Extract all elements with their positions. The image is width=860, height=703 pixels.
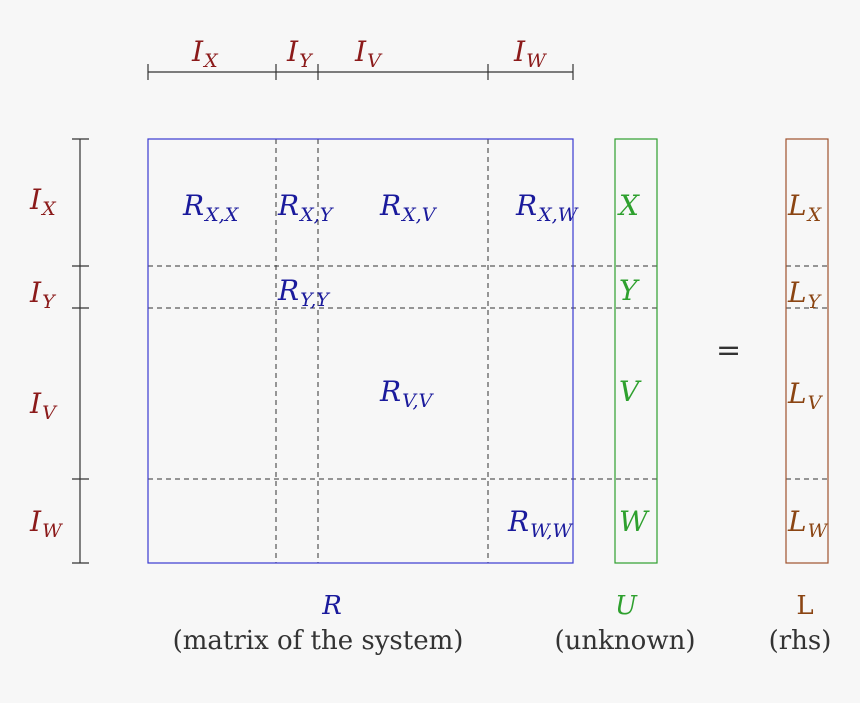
partition-lines — [148, 139, 828, 563]
top-index-bracket — [147, 64, 574, 80]
rhs-entry-ly: LY — [788, 276, 821, 314]
matrix-cell-rxw: RX,W — [516, 189, 578, 227]
matrix-cell-ryy: RY,Y — [278, 274, 329, 312]
rhs-entry-lw: LW — [788, 505, 828, 543]
matrix-cell-rxy: RX,Y — [278, 189, 333, 227]
matrix-cell-rxv: RX,V — [380, 189, 436, 227]
unknown-entry-x: X — [619, 189, 639, 222]
unknown-caption-symbol: U — [615, 591, 637, 621]
top-label-iv: IV — [355, 35, 381, 73]
unknown-entry-w: W — [619, 505, 648, 538]
rhs-box — [785, 138, 829, 564]
left-index-bracket — [72, 138, 89, 564]
left-label-iy: IY — [30, 276, 55, 314]
equals-sign: = — [716, 333, 742, 368]
top-label-ix: IX — [192, 35, 218, 73]
unknown-caption-desc: (unknown) — [554, 626, 696, 656]
rhs-caption-desc: (rhs) — [768, 626, 832, 656]
unknown-entry-y: Y — [619, 274, 638, 307]
matrix-box — [147, 138, 574, 564]
left-label-ix: IX — [30, 183, 56, 221]
left-label-iw: IW — [30, 505, 62, 543]
top-label-iw: IW — [514, 35, 546, 73]
matrix-cell-rxx: RX,X — [183, 189, 239, 227]
top-label-iy: IY — [287, 35, 312, 73]
matrix-caption-symbol: R — [322, 591, 342, 621]
rhs-entry-lv: LV — [788, 377, 822, 415]
left-label-iv: IV — [30, 387, 56, 425]
matrix-cell-rww: RW,W — [508, 505, 572, 543]
matrix-cell-rvv: RV,V — [380, 375, 433, 413]
matrix-caption-desc: (matrix of the system) — [172, 626, 464, 656]
rhs-caption-symbol: L — [796, 591, 814, 621]
rhs-entry-lx: LX — [788, 189, 822, 227]
unknown-box — [614, 138, 658, 564]
unknown-entry-v: V — [619, 375, 640, 408]
